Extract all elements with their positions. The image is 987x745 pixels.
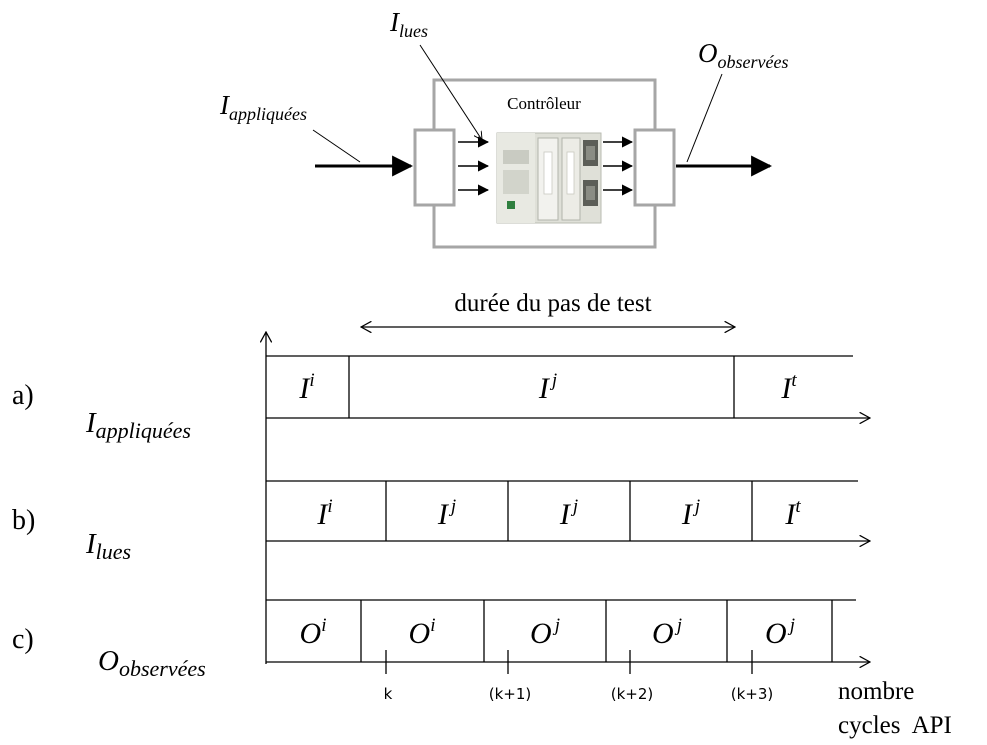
input-label-main: I — [219, 90, 231, 120]
segment-label: It — [784, 496, 801, 531]
row-signal-name: Iappliquées — [85, 407, 191, 443]
read-label: Ilues — [389, 7, 428, 41]
output-module — [633, 128, 676, 207]
read-label-sub: lues — [399, 21, 428, 41]
output-label-sub: observées — [718, 52, 789, 72]
segment-label: It — [780, 370, 797, 405]
segment-label: Oi — [409, 615, 436, 650]
input-label: Iappliquées — [219, 90, 307, 124]
plc-image — [496, 132, 602, 224]
row-signal-sub: observées — [119, 656, 206, 681]
row-letter: b) — [12, 505, 35, 536]
segment-label: Ii — [298, 370, 314, 405]
input-module — [413, 128, 456, 207]
tick-label: k — [384, 685, 393, 703]
row-signal-name: Ilues — [85, 528, 131, 564]
read-label-main: I — [389, 7, 401, 37]
tick-label: (k+1) — [489, 685, 532, 703]
row-letter: a) — [12, 380, 34, 411]
axis-label-line1: nombre — [838, 678, 914, 705]
row-signal-sub: lues — [96, 539, 131, 564]
segment-label: Ii — [316, 496, 332, 531]
row-signal-name: Oobservées — [98, 645, 206, 681]
output-label-pointer — [686, 73, 723, 163]
row-signal-main: I — [85, 407, 97, 439]
tick-label: (k+3) — [731, 685, 774, 703]
timing-section: durée du pas de test k (k+1) — [12, 290, 952, 739]
row-signal-main: I — [85, 528, 97, 560]
row-signal-sub: appliquées — [96, 418, 191, 443]
controller-block-diagram: Contrôleur Iappliquées Ilues Oobservées — [219, 7, 788, 249]
row-letter: c) — [12, 624, 34, 655]
duration-label: durée du pas de test — [454, 290, 651, 317]
output-label-main: O — [698, 38, 718, 68]
input-label-sub: appliquées — [229, 104, 307, 124]
axis-label-line2: cycles API — [838, 712, 952, 739]
read-label-pointer — [419, 44, 482, 140]
row-signal-main: O — [98, 645, 119, 677]
controller-label: Contrôleur — [507, 94, 581, 113]
output-label: Oobservées — [698, 38, 788, 72]
tick-label: (k+2) — [611, 685, 654, 703]
segment-label: Oi — [300, 615, 327, 650]
input-label-pointer — [312, 129, 361, 163]
